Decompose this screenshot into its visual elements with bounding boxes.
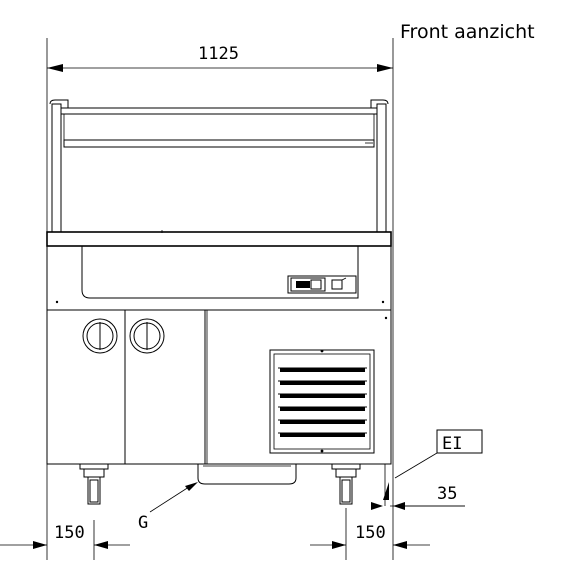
drain-label: G xyxy=(138,513,148,533)
lower-cabinet xyxy=(46,309,392,465)
drawing-title: Front aanzicht xyxy=(400,21,535,43)
right-offset-dimension: 150 xyxy=(310,508,430,560)
right-offset-label: 150 xyxy=(355,523,386,543)
overall-width-label: 1125 xyxy=(198,44,239,64)
right-castor xyxy=(331,463,361,505)
drain-tray xyxy=(197,464,297,485)
side-offset-label: 35 xyxy=(437,484,457,504)
drain-callout: G xyxy=(138,482,198,533)
left-castor xyxy=(79,463,109,505)
electrical-connection: EI xyxy=(383,429,483,506)
overall-width-dimension: 1125 xyxy=(46,38,394,560)
counter-body xyxy=(46,230,392,311)
left-offset-dimension: 150 xyxy=(0,520,130,560)
right-door-knob xyxy=(129,318,165,354)
side-offset-dimension: 35 xyxy=(371,484,465,510)
left-offset-label: 150 xyxy=(54,523,85,543)
ventilation-grille xyxy=(269,349,375,454)
control-panel xyxy=(287,275,357,294)
glass-superstructure xyxy=(49,99,389,233)
left-door-knob xyxy=(82,318,118,354)
electrical-label: EI xyxy=(442,434,462,454)
